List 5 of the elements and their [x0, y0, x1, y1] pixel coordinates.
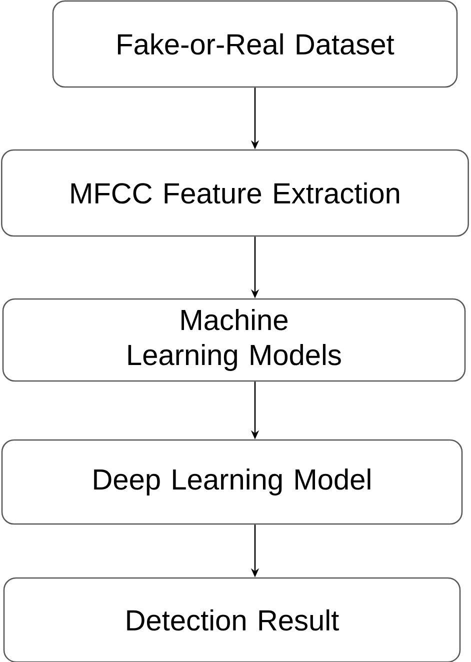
process-box: Machine Learning Models	[2, 298, 466, 382]
process-box: Fake-or-Real Dataset	[52, 0, 458, 88]
process-box: Detection Result	[3, 577, 461, 662]
process-box: MFCC Feature Extraction	[1, 149, 469, 237]
process-box: Deep Learning Model	[1, 439, 463, 525]
